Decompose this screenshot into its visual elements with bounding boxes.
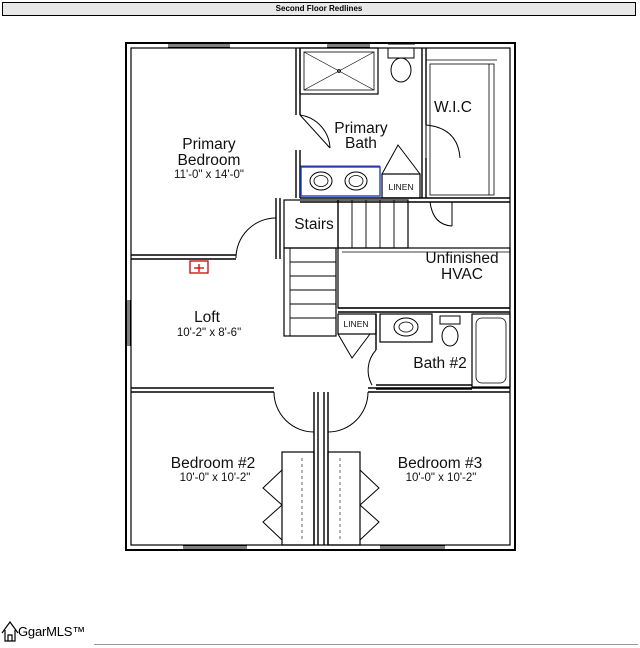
bedroom3-dimensions: 10'-0" x 10'-2" <box>406 472 477 484</box>
toilet-tank-bath2 <box>439 315 461 325</box>
primary-bedroom-label-1: Primary <box>182 136 236 153</box>
house-logo-icon <box>1 620 19 642</box>
toilet-bowl-top <box>390 57 412 83</box>
exterior-wall-outer <box>125 42 516 551</box>
bedroom3-label: Bedroom #3 <box>398 455 482 472</box>
hvac-label-2: HVAC <box>441 266 483 283</box>
wic-shelf <box>429 63 495 196</box>
stair-treads-upper <box>351 200 395 248</box>
bedroom2-label: Bedroom #2 <box>171 455 255 472</box>
mls-logo-text: GgarMLS™ <box>18 624 86 639</box>
wic-door-swing <box>425 124 461 159</box>
sink-left <box>309 171 333 191</box>
bath2-vanity <box>379 313 433 343</box>
page-title: Second Floor Redlines <box>275 4 363 13</box>
primary-bedroom-label-2: Bedroom <box>178 152 241 169</box>
primary-bath-label-1: Primary <box>334 120 388 137</box>
linen-top-closet <box>381 173 421 199</box>
footer-divider <box>94 644 638 645</box>
bath2-label: Bath #2 <box>413 355 466 372</box>
bedroom2-door-swing <box>273 391 315 433</box>
bath-door-swing <box>299 114 331 149</box>
window-marks <box>127 43 445 549</box>
stairs-label: Stairs <box>294 216 334 233</box>
hvac-label-1: Unfinished <box>425 250 498 267</box>
wic-label: W.I.C <box>434 99 472 116</box>
hvac-door-swing <box>429 201 453 227</box>
bathtub <box>471 313 511 388</box>
stair-treads-lower <box>290 261 336 319</box>
bedroom3-door-swing <box>327 391 369 433</box>
primary-bath-label-2: Bath <box>345 135 377 152</box>
closet-bedroom2 <box>281 451 315 546</box>
bath2-door-swing <box>367 349 377 386</box>
loft-label: Loft <box>194 309 221 326</box>
primary-bedroom-dimensions: 11'-0" x 14'-0" <box>174 169 244 181</box>
shower <box>299 47 379 95</box>
closet-bedroom3 <box>327 451 361 546</box>
sink-right <box>344 171 368 191</box>
title-bar: Second Floor Redlines <box>2 2 636 16</box>
loft-dimensions: 10'-2" x 8'-6" <box>177 327 241 339</box>
linen-top-label: LINEN <box>388 182 413 192</box>
redline-mark <box>189 260 209 274</box>
bedroom2-dimensions: 10'-0" x 10'-2" <box>180 472 251 484</box>
linen-mid-label: LINEN <box>343 319 368 329</box>
bedroom-door-swing <box>235 217 277 259</box>
stairs-lower <box>283 247 337 337</box>
vanity <box>300 166 381 197</box>
toilet-tank-top <box>387 47 415 59</box>
